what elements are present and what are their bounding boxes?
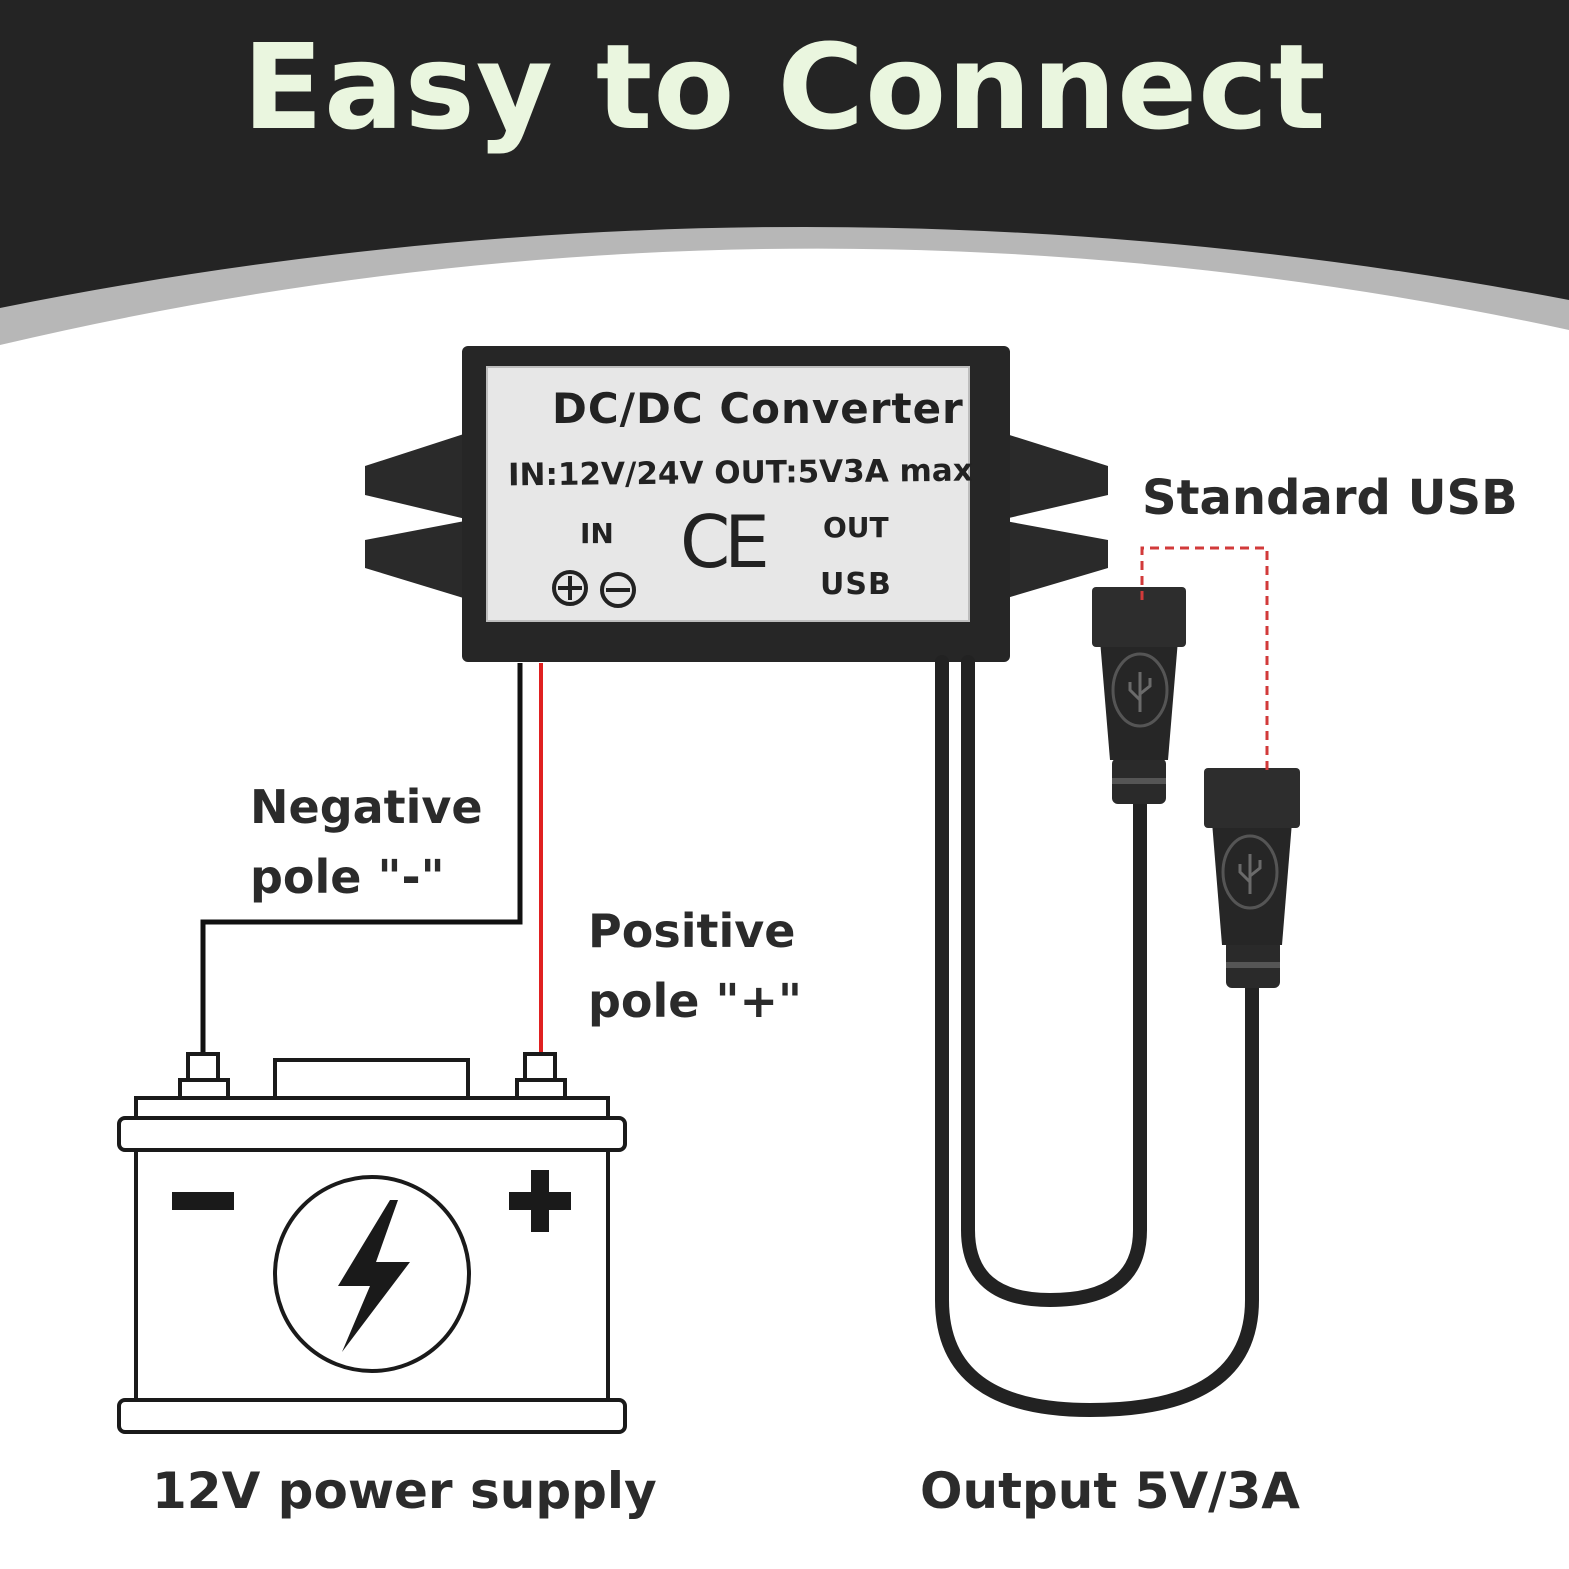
page-title: Easy to Connect <box>242 18 1327 156</box>
converter-spec: IN:12V/24V OUT:5V3A max <box>507 452 973 494</box>
converter-in-label: IN <box>580 517 614 550</box>
ce-mark: CE <box>680 500 770 584</box>
converter-usb-label: USB <box>820 567 892 602</box>
usb-callout-line <box>1140 546 1269 772</box>
standard-usb-label: Standard USB <box>1142 470 1518 526</box>
positive-pole-line2: pole "+" <box>588 974 802 1028</box>
positive-pole-line1: Positive <box>588 904 796 958</box>
power-supply-label: 12V power supply <box>152 1462 657 1520</box>
negative-pole-label: Negative pole "-" <box>250 772 483 912</box>
converter-plate <box>486 366 970 622</box>
lightning-bolt-icon <box>338 1200 410 1352</box>
usb-icon <box>1128 672 1152 712</box>
battery-terminal-signs <box>172 1170 571 1232</box>
positive-pole-label: Positive pole "+" <box>588 896 802 1036</box>
polarity-icons <box>552 570 636 608</box>
converter-title: DC/DC Converter <box>552 384 964 433</box>
usb-connector-1 <box>1092 587 1186 804</box>
converter-ears <box>365 432 1108 600</box>
output-cables <box>935 655 1259 1418</box>
output-label: Output 5V/3A <box>920 1462 1300 1520</box>
header-band <box>0 0 1569 308</box>
negative-pole-line1: Negative <box>250 780 483 834</box>
converter-out-label: OUT <box>823 511 889 544</box>
negative-pole-line2: pole "-" <box>250 850 445 904</box>
usb-connector-2 <box>1204 768 1300 988</box>
usb-icon <box>1238 854 1262 894</box>
negative-wire <box>200 663 523 1058</box>
